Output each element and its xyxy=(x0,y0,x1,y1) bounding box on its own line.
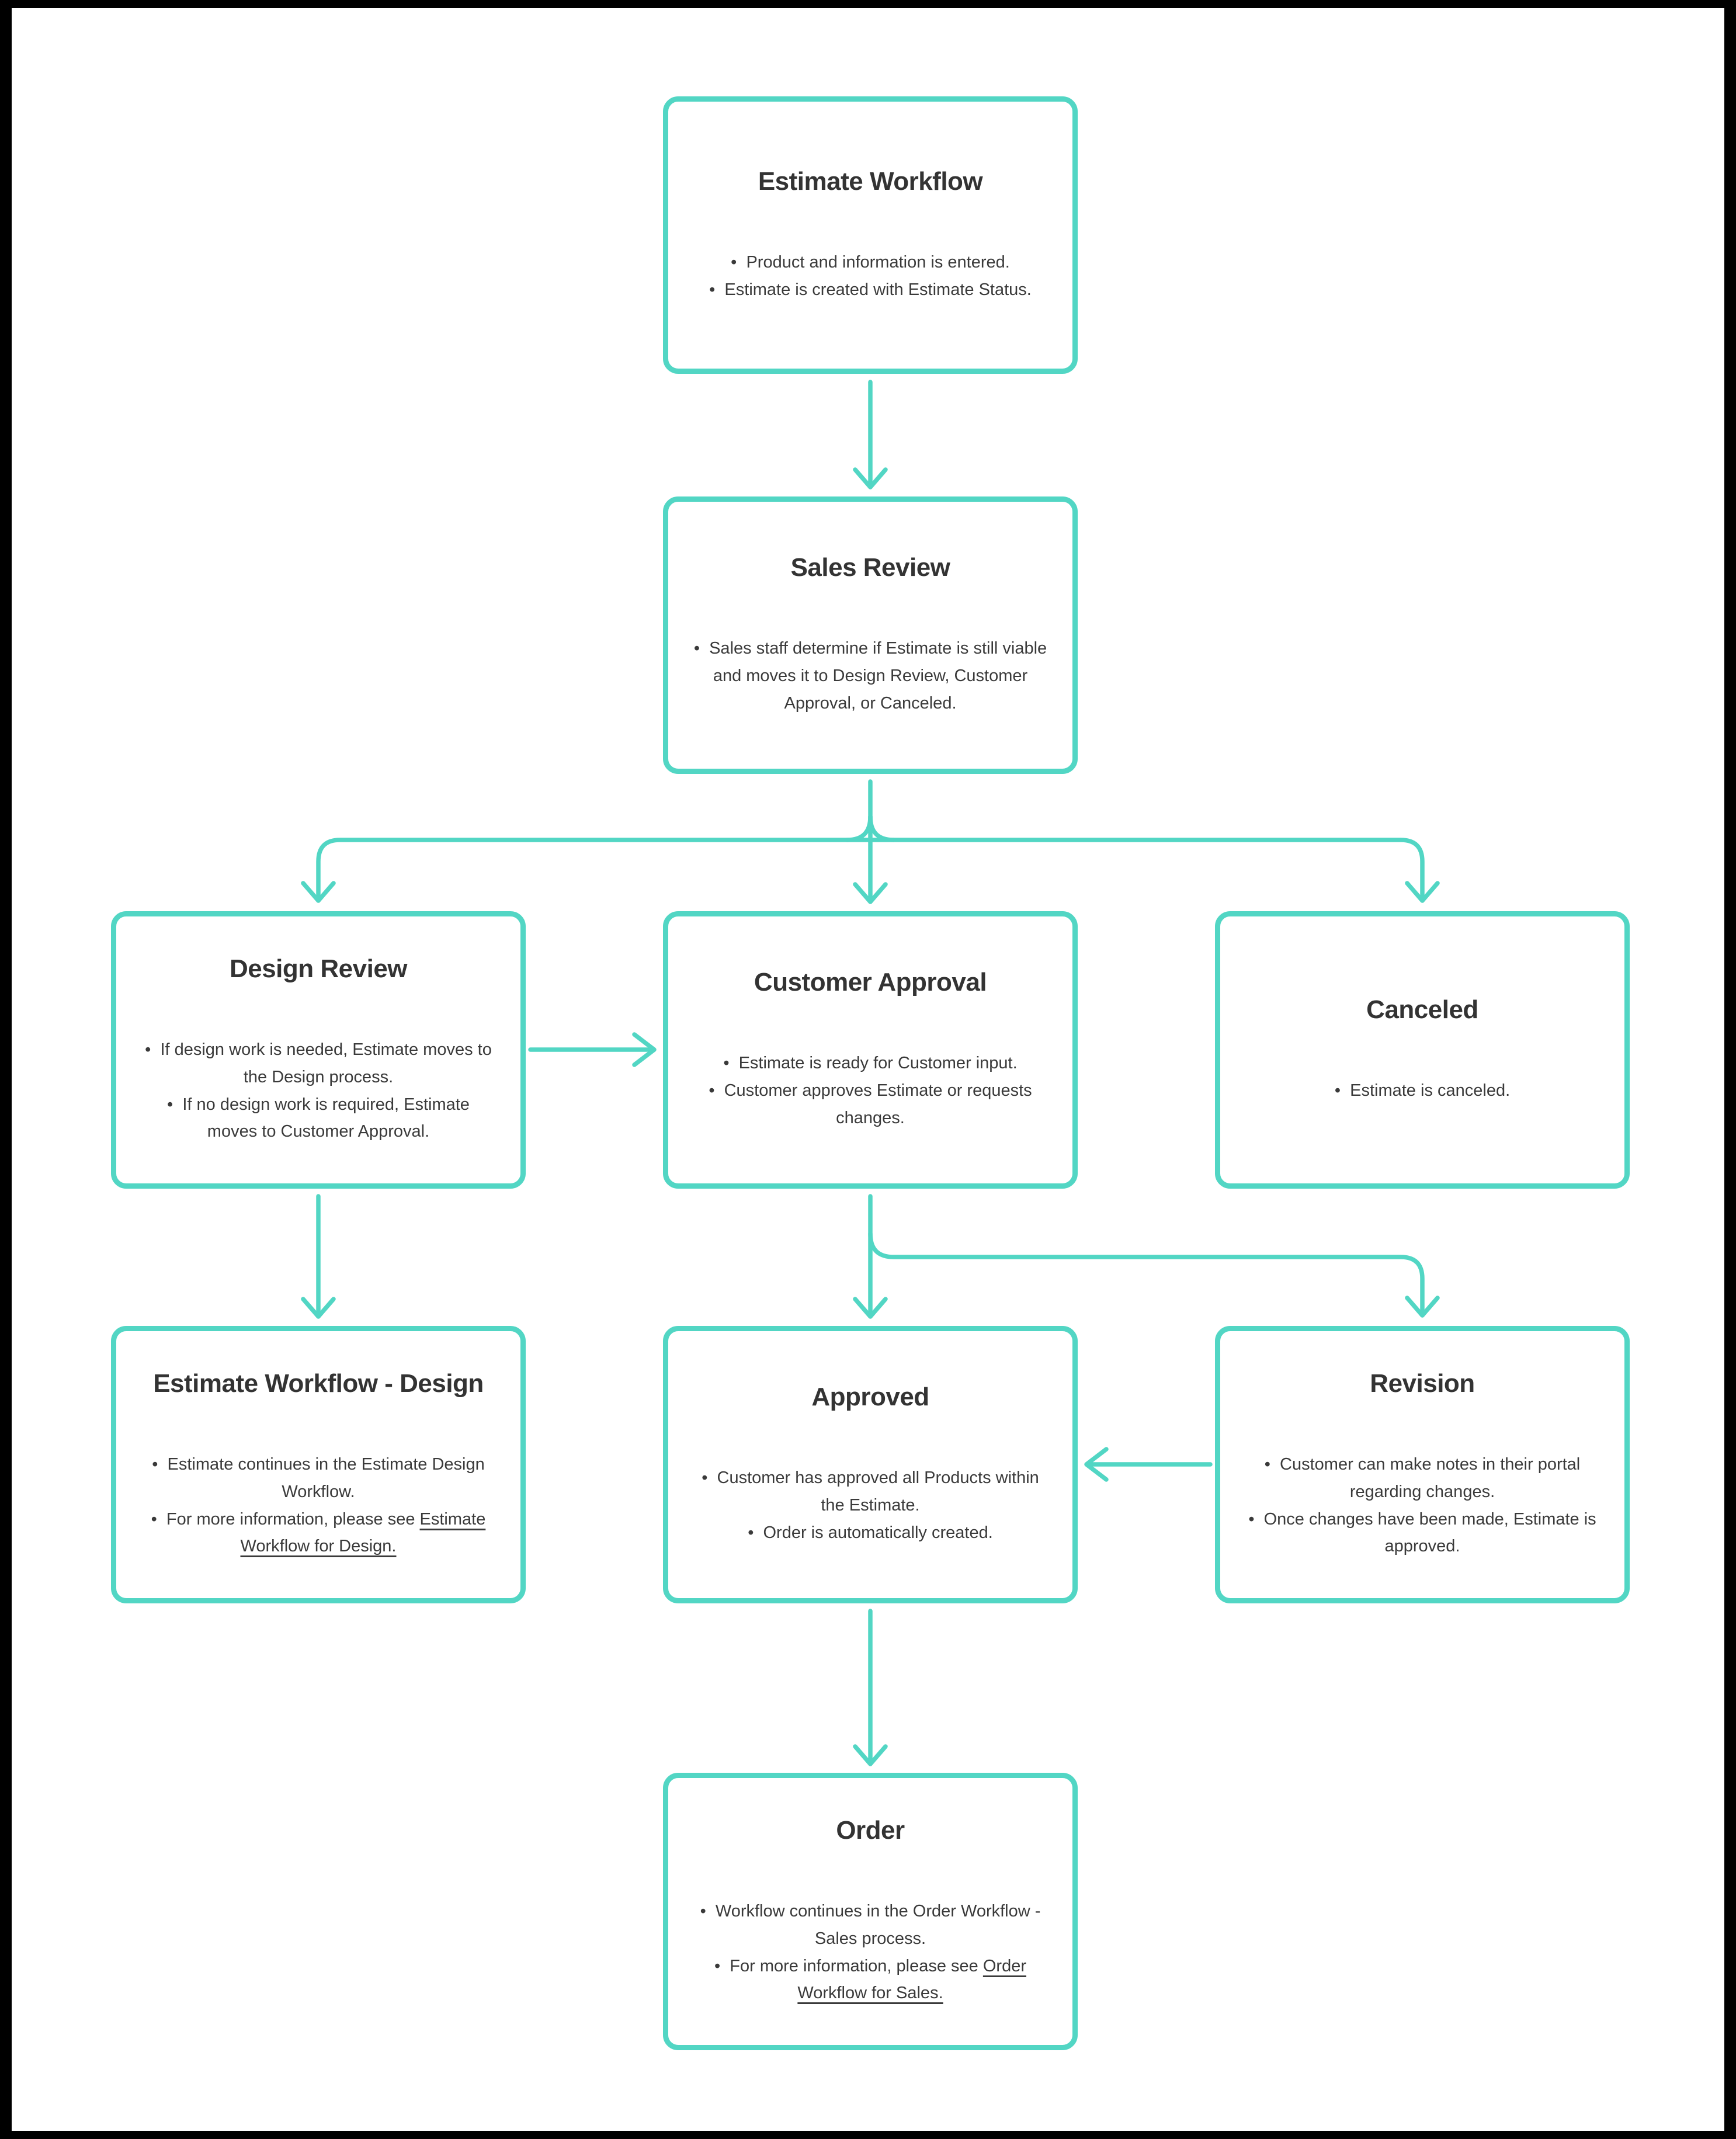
bullet-list: Product and information is entered. Esti… xyxy=(709,249,1032,304)
branch-flare-left xyxy=(845,814,873,842)
link-order-workflow-for-sales[interactable]: Order Workflow for Sales. xyxy=(797,1956,1026,2003)
bullet-item: Once changes have been made, Estimate is… xyxy=(1246,1506,1599,1561)
node-title: Design Review xyxy=(229,954,408,983)
bullet-item: For more information, please see Order W… xyxy=(694,1953,1047,2008)
bullet-item: Workflow continues in the Order Workflow… xyxy=(694,1898,1047,1953)
arrowhead-down-icon xyxy=(853,467,888,489)
bullet-item: For more information, please see Estimat… xyxy=(142,1506,495,1561)
bullet-item: Customer approves Estimate or requests c… xyxy=(694,1077,1047,1132)
node-estimate-workflow-design: Estimate Workflow - Design Estimate cont… xyxy=(111,1326,526,1603)
bullet-item: Customer has approved all Products withi… xyxy=(694,1464,1047,1519)
node-title: Sales Review xyxy=(790,553,950,582)
node-sales-review: Sales Review Sales staff determine if Es… xyxy=(663,496,1078,774)
bullet-item: Estimate is created with Estimate Status… xyxy=(709,276,1031,304)
node-revision: Revision Customer can make notes in thei… xyxy=(1215,1326,1630,1603)
arrowhead-down-icon xyxy=(853,1744,888,1766)
arrowhead-down-icon xyxy=(853,1297,888,1319)
bullet-item: If design work is needed, Estimate moves… xyxy=(142,1036,495,1091)
bullet-item: Estimate is canceled. xyxy=(1335,1077,1510,1105)
node-title: Canceled xyxy=(1366,995,1478,1025)
arrowhead-down-icon xyxy=(853,882,888,904)
node-customer-approval: Customer Approval Estimate is ready for … xyxy=(663,911,1078,1189)
bullet-item: Product and information is entered. xyxy=(709,249,1032,276)
node-order: Order Workflow continues in the Order Wo… xyxy=(663,1773,1078,2050)
arrowhead-down-icon xyxy=(301,1297,336,1319)
node-approved: Approved Customer has approved all Produ… xyxy=(663,1326,1078,1603)
node-title: Estimate Workflow xyxy=(758,166,983,196)
arrowhead-down-icon xyxy=(1405,1296,1440,1318)
bullet-item: Order is automatically created. xyxy=(694,1519,1047,1547)
arrowhead-down-icon xyxy=(1405,881,1440,903)
bullet-list: Customer has approved all Products withi… xyxy=(694,1464,1047,1547)
branch-flare-right xyxy=(868,814,896,842)
node-title: Customer Approval xyxy=(754,968,987,997)
bullet-list: Estimate is canceled. xyxy=(1335,1077,1510,1105)
bullet-item: Sales staff determine if Estimate is sti… xyxy=(694,635,1047,717)
connector-customer-approval-to-revision xyxy=(868,1231,1425,1315)
bullet-list: Workflow continues in the Order Workflow… xyxy=(694,1898,1047,2008)
node-title: Estimate Workflow - Design xyxy=(153,1369,484,1398)
bullet-list: Estimate continues in the Estimate Desig… xyxy=(142,1451,495,1561)
connector-sales-to-canceled xyxy=(868,838,1425,901)
bullet-item: If no design work is required, Estimate … xyxy=(142,1091,495,1146)
arrowhead-down-icon xyxy=(301,881,336,903)
bullet-list: If design work is needed, Estimate moves… xyxy=(142,1036,495,1146)
node-design-review: Design Review If design work is needed, … xyxy=(111,911,526,1189)
bullet-list: Sales staff determine if Estimate is sti… xyxy=(694,635,1047,717)
node-canceled: Canceled Estimate is canceled. xyxy=(1215,911,1630,1189)
node-title: Order xyxy=(836,1815,905,1845)
bullet-list: Customer can make notes in their portal … xyxy=(1246,1451,1599,1561)
link-estimate-workflow-for-design[interactable]: Estimate Workflow for Design. xyxy=(240,1509,486,1556)
arrowhead-left-icon xyxy=(1084,1447,1109,1482)
bullet-item: Estimate continues in the Estimate Desig… xyxy=(142,1451,495,1506)
bullet-list: Estimate is ready for Customer input. Cu… xyxy=(694,1050,1047,1132)
arrowhead-right-icon xyxy=(632,1032,657,1067)
node-title: Approved xyxy=(811,1383,929,1412)
connector-sales-to-design-review xyxy=(316,838,873,901)
node-estimate-workflow: Estimate Workflow Product and informatio… xyxy=(663,96,1078,374)
node-title: Revision xyxy=(1370,1369,1475,1398)
bullet-item: Estimate is ready for Customer input. xyxy=(694,1050,1047,1077)
bullet-item: Customer can make notes in their portal … xyxy=(1246,1451,1599,1506)
